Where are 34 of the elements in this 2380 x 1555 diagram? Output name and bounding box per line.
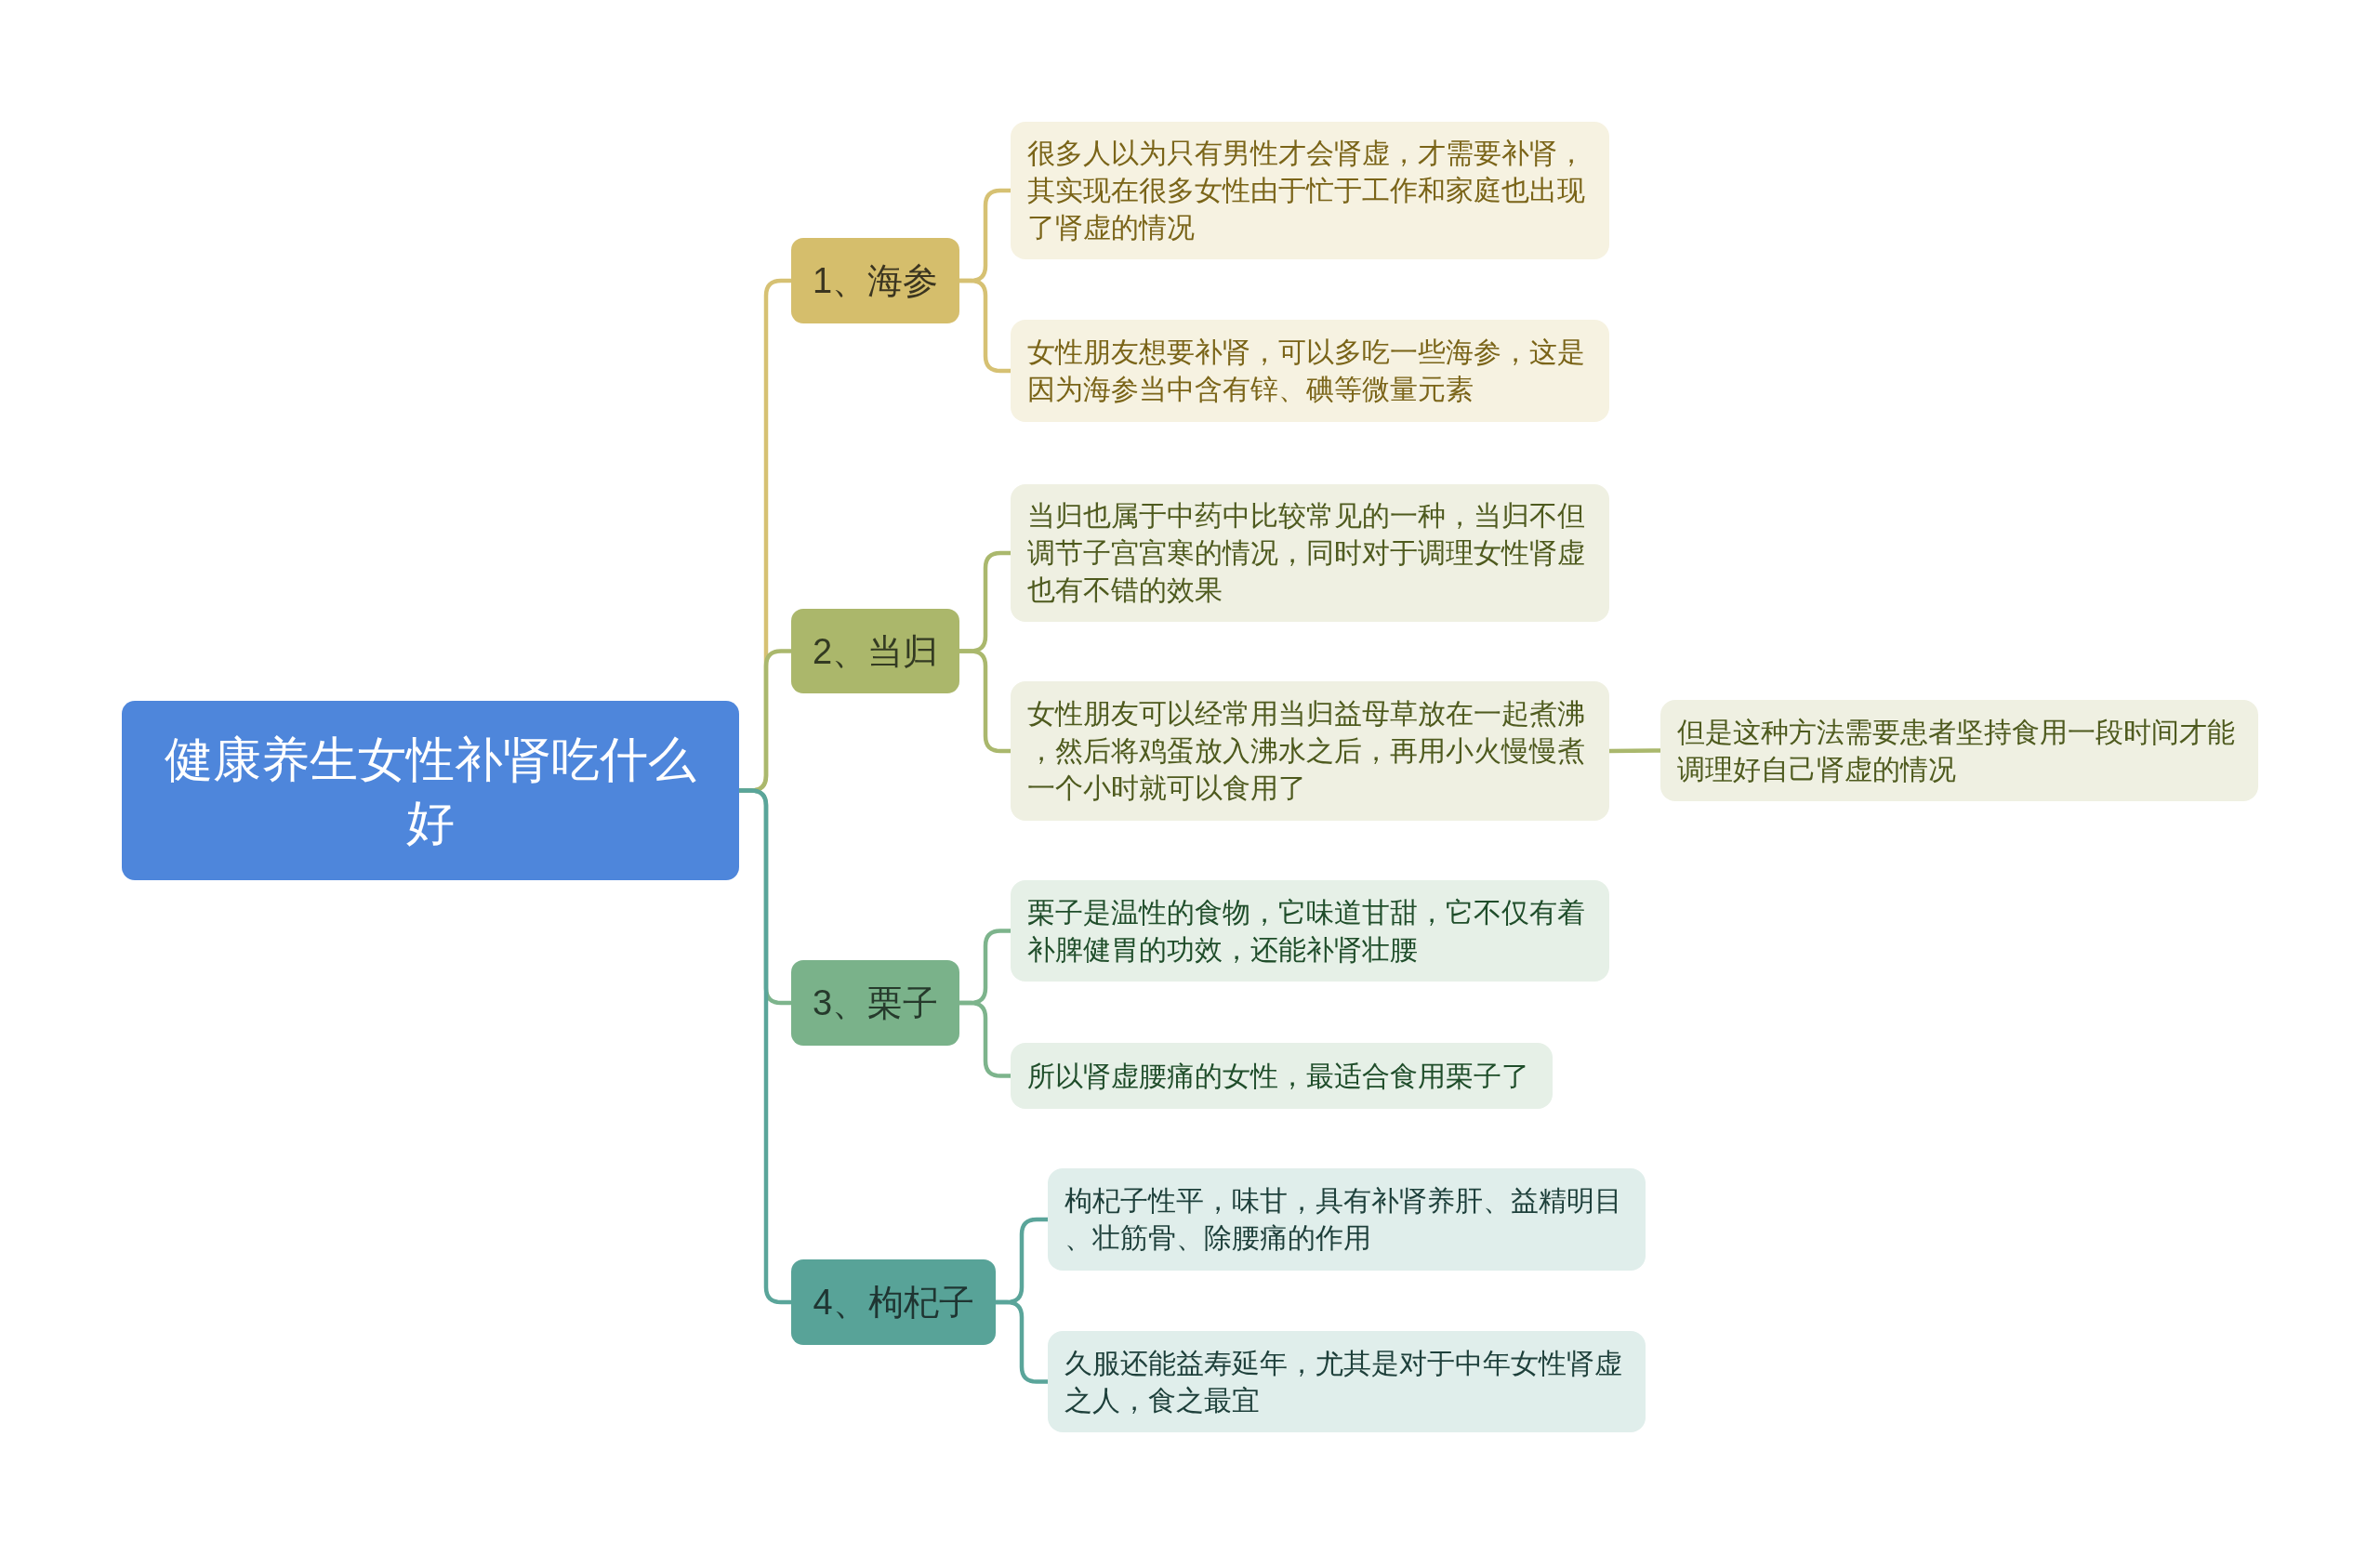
- note-card: [1048, 1331, 1646, 1432]
- connector-line: [959, 1000, 1011, 1078]
- connector-line: [739, 788, 791, 1305]
- branch-topic-box: [791, 238, 959, 323]
- note-text: 枸杞子性平，味甘，具有补肾养肝、益精明目、壮筋骨、除腰痛的作用: [1064, 1184, 1623, 1255]
- branch-label: 3、栗子: [812, 982, 939, 1024]
- branch-label: 4、枸杞子: [813, 1282, 974, 1324]
- central-topic-box: [122, 701, 739, 880]
- note-text: 栗子是温性的食物，它味道甘甜，它不仅有着补脾健胃的功效，还能补肾壮腰: [1027, 895, 1586, 967]
- central-topic-text: 健康养生女性补肾吃什么好: [164, 731, 697, 851]
- branch-topic-box: [791, 960, 959, 1046]
- branch-label: 2、当归: [812, 630, 939, 673]
- note-card: [1048, 1168, 1646, 1271]
- connector-line: [996, 1299, 1048, 1384]
- note-text: 很多人以为只有男性才会肾虚，才需要补肾，其实现在很多女性由于忙于工作和家庭也出现了肾虚的情况: [1027, 137, 1586, 244]
- connector-line: [959, 649, 1011, 754]
- note-text: 女性朋友想要补肾，可以多吃一些海参，这是因为海参当中含有锌、碘等微量元素: [1027, 336, 1586, 406]
- note-card: [1011, 1043, 1553, 1109]
- connector-line: [959, 278, 1011, 374]
- note-text: 但是这种方法需要患者坚持食用一段时间才能调理好自己肾虚的情况: [1677, 715, 2236, 786]
- branch-topic-box: [791, 609, 959, 693]
- note-text: 当归也属于中药中比较常见的一种，当归不但调节子宫宫寒的情况，同时对于调理女性肾虚也有不错的效果: [1027, 499, 1586, 607]
- branch-topic-box: [791, 1259, 996, 1345]
- note-card: [1660, 700, 2258, 801]
- connector-line: [1608, 748, 1661, 754]
- note-text: 所以肾虚腰痛的女性，最适合食用栗子了: [1027, 1059, 1529, 1093]
- note-card: [1011, 122, 1609, 259]
- note-card: [1011, 681, 1609, 821]
- note-card: [1011, 880, 1609, 982]
- note-text: 女性朋友可以经常用当归益母草放在一起煮沸，然后将鸡蛋放入沸水之后，再用小火慢慢煮一个小时就可以食用了: [1027, 697, 1586, 805]
- note-card: [1011, 484, 1609, 622]
- note-text: 久服还能益寿延年，尤其是对于中年女性肾虚之人，食之最宜: [1064, 1346, 1623, 1417]
- branch-label: 1、海参: [812, 260, 939, 302]
- note-card: [1011, 320, 1609, 422]
